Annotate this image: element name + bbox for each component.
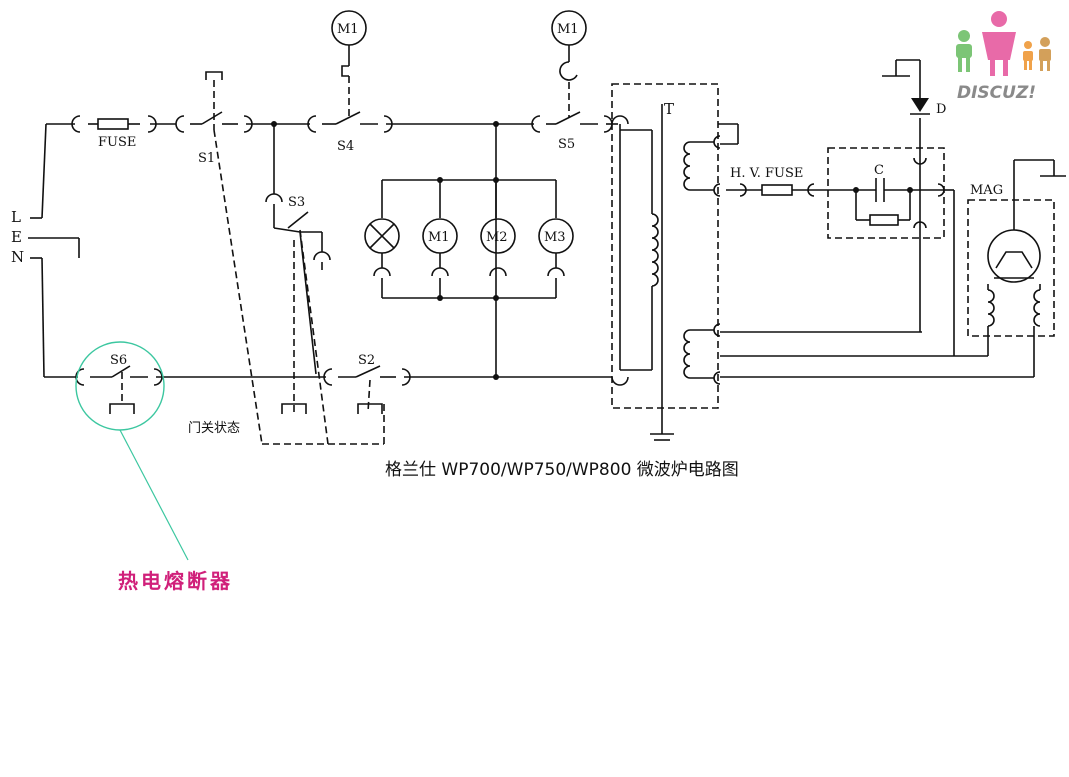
magnetron: MAG (953, 159, 1066, 377)
label-m1-top-left: M1 (337, 22, 359, 37)
label-m3: M3 (544, 230, 566, 245)
label-hv-fuse: H. V. FUSE (730, 166, 803, 181)
label-s1: S1 (198, 151, 215, 166)
hv-fuse-symbol (761, 184, 793, 196)
switch-s2 (355, 365, 381, 378)
logo-figure-tan (1039, 37, 1051, 71)
label-door-state: 门关状态 (188, 421, 240, 436)
motor-m1-s5: M1 (551, 10, 587, 118)
label-transformer: T (664, 100, 674, 118)
fuse-symbol (97, 118, 129, 130)
motor-m3-load: M3 (538, 180, 574, 298)
label-s3: S3 (288, 195, 305, 210)
thermal-fuse-annotation: 热电熔断器 (75, 341, 233, 593)
switch-s4 (335, 111, 361, 125)
switch-s1 (201, 111, 223, 125)
label-diode: D (936, 102, 946, 117)
label-m1-load: M1 (428, 230, 450, 245)
annotation-text: 热电熔断器 (118, 569, 233, 593)
mains-input: L E N (11, 123, 80, 378)
label-fuse: FUSE (98, 135, 136, 150)
label-m2: M2 (486, 230, 508, 245)
transformer: T (611, 83, 1034, 441)
discuz-logo: DISCUZ! (956, 11, 1051, 103)
label-s2: S2 (358, 353, 375, 368)
parallel-loads: M1 M2 M3 (364, 124, 574, 377)
logo-figure-green (956, 30, 972, 72)
switch-s3 (287, 211, 309, 229)
logo-figure-orange (1023, 41, 1033, 70)
label-magnetron: MAG (970, 183, 1003, 198)
lamp (364, 180, 400, 298)
motor-m1-load: M1 (422, 177, 458, 301)
diode: D (882, 59, 946, 150)
neutral-rail: S6 S2 (44, 353, 612, 414)
logo-text: DISCUZ! (957, 83, 1036, 103)
door-interlock-linkage: 门关状态 (188, 71, 385, 445)
label-s5: S5 (558, 137, 575, 152)
s3-branch: S3 (265, 124, 331, 375)
live-rail: FUSE S1 S4 S5 (46, 111, 618, 166)
diagram-caption: 格兰仕 WP700/WP750/WP800 微波炉电路图 (385, 460, 739, 480)
logo-figure-pink (982, 11, 1016, 76)
bleeder-resistor (869, 214, 899, 226)
label-s6: S6 (110, 353, 127, 368)
switch-s5 (555, 111, 581, 125)
label-m1-top-right: M1 (557, 22, 579, 37)
label-s4: S4 (337, 139, 354, 154)
label-line-N: N (11, 248, 24, 266)
label-line-L: L (11, 208, 21, 226)
label-capacitor: C (874, 163, 884, 178)
switch-s6 (111, 365, 131, 378)
label-line-E: E (11, 228, 22, 246)
hv-section: H. V. FUSE C D (726, 59, 954, 332)
motor-m2-load: M2 (480, 177, 516, 301)
motor-m1-s4: M1 (331, 10, 367, 118)
